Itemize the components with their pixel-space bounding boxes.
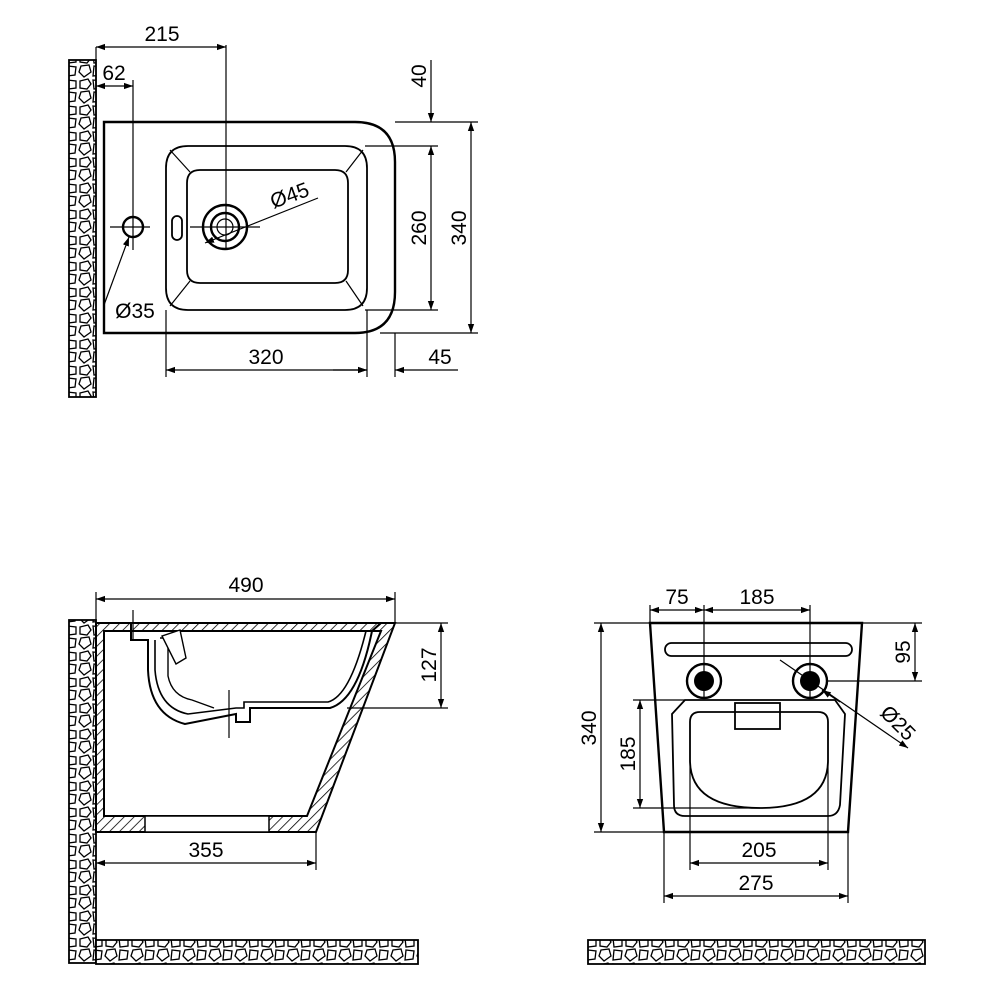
dim-340: 340 [448,210,471,245]
dim-215: 215 [144,23,179,46]
outlet-flange [734,702,781,730]
dim-95: 95 [892,640,915,663]
dim-355: 355 [188,839,223,862]
side-view: 490 127 355 [68,574,448,965]
overflow-channel [161,629,187,665]
dim-75: 75 [665,586,688,609]
dim-275: 275 [738,872,773,895]
overflow-slot [171,215,183,241]
bowl-section [130,622,384,726]
dim-d35: Ø35 [115,300,155,323]
dim-340-rear: 340 [578,710,601,745]
dim-d45: Ø45 [267,178,312,213]
top-view: 215 62 40 260 340 Ø45 Ø35 320 45 [68,23,478,398]
dim-45: 45 [428,346,451,369]
bidet-shell-section [95,622,397,833]
wall-top-view [68,59,97,398]
dim-320: 320 [248,346,283,369]
rear-slot [664,642,853,657]
dim-260: 260 [408,210,431,245]
rear-view: 75 185 95 Ø25 340 185 205 275 [578,586,926,965]
floor-rear-view [587,939,926,965]
dim-185-top: 185 [739,586,774,609]
dim-205: 205 [741,839,776,862]
dim-62: 62 [102,62,125,85]
rear-recess [671,699,846,817]
dim-d25: Ø25 [875,701,919,745]
floor-side-view [95,939,419,965]
dim-127: 127 [418,647,441,682]
basin-inner [186,169,349,284]
dim-40: 40 [408,64,431,87]
wall-side-view [68,619,97,964]
basin-outer [165,145,368,311]
bidet-outline-rear [648,621,864,834]
dim-490: 490 [228,574,263,597]
bidet-outline-top [102,120,397,335]
drain-outlet [689,711,829,809]
dim-185-left: 185 [617,736,640,771]
